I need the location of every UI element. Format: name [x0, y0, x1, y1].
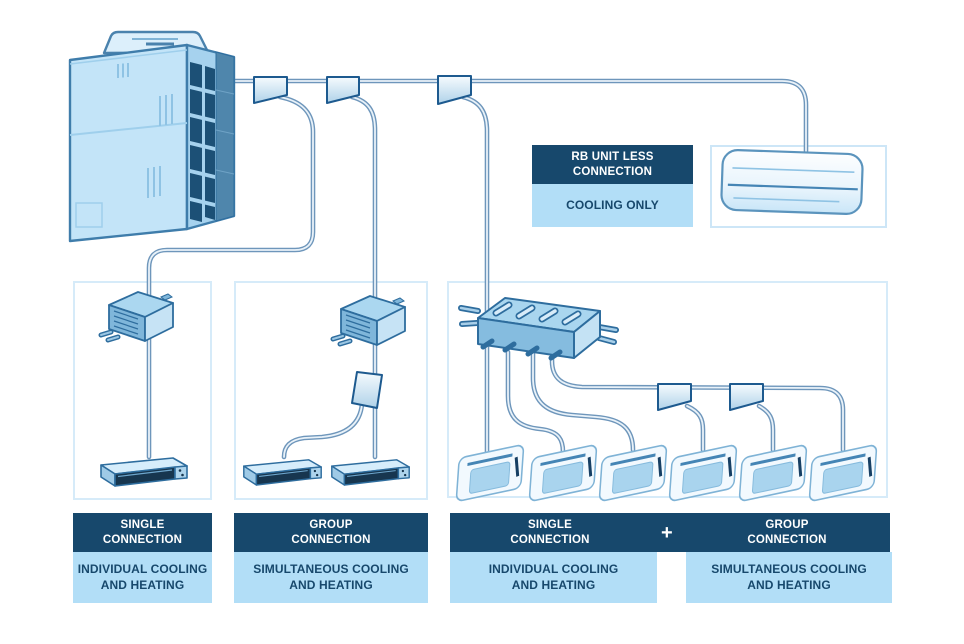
group-connection-description: SIMULTANEOUS COOLING AND HEATING [234, 552, 428, 603]
combined-single-description: INDIVIDUAL COOLING AND HEATING [450, 552, 657, 603]
combined-connection-header: SINGLE CONNECTION + GROUP CONNECTION [450, 513, 890, 552]
wall-unit-frame [710, 145, 887, 228]
single-connection-header: SINGLE CONNECTION [73, 513, 212, 552]
combined-header-group: GROUP CONNECTION [747, 518, 827, 546]
plus-sign: + [661, 521, 673, 544]
group-connection-frame [234, 281, 428, 500]
combined-header-single: SINGLE CONNECTION [510, 518, 590, 546]
rb-less-connection-header: RB UNIT LESS CONNECTION [532, 145, 693, 184]
branch-joint-icon [253, 76, 288, 104]
single-connection-description: INDIVIDUAL COOLING AND HEATING [73, 552, 212, 603]
branch-joint-icon [326, 76, 360, 104]
single-connection-frame [73, 281, 212, 500]
branch-joint-icon [437, 75, 472, 105]
group-connection-header: GROUP CONNECTION [234, 513, 428, 552]
rb-less-connection-description: COOLING ONLY [532, 184, 693, 227]
outdoor-unit [68, 30, 236, 243]
combined-connection-frame [447, 281, 888, 498]
combined-group-description: SIMULTANEOUS COOLING AND HEATING [686, 552, 892, 603]
